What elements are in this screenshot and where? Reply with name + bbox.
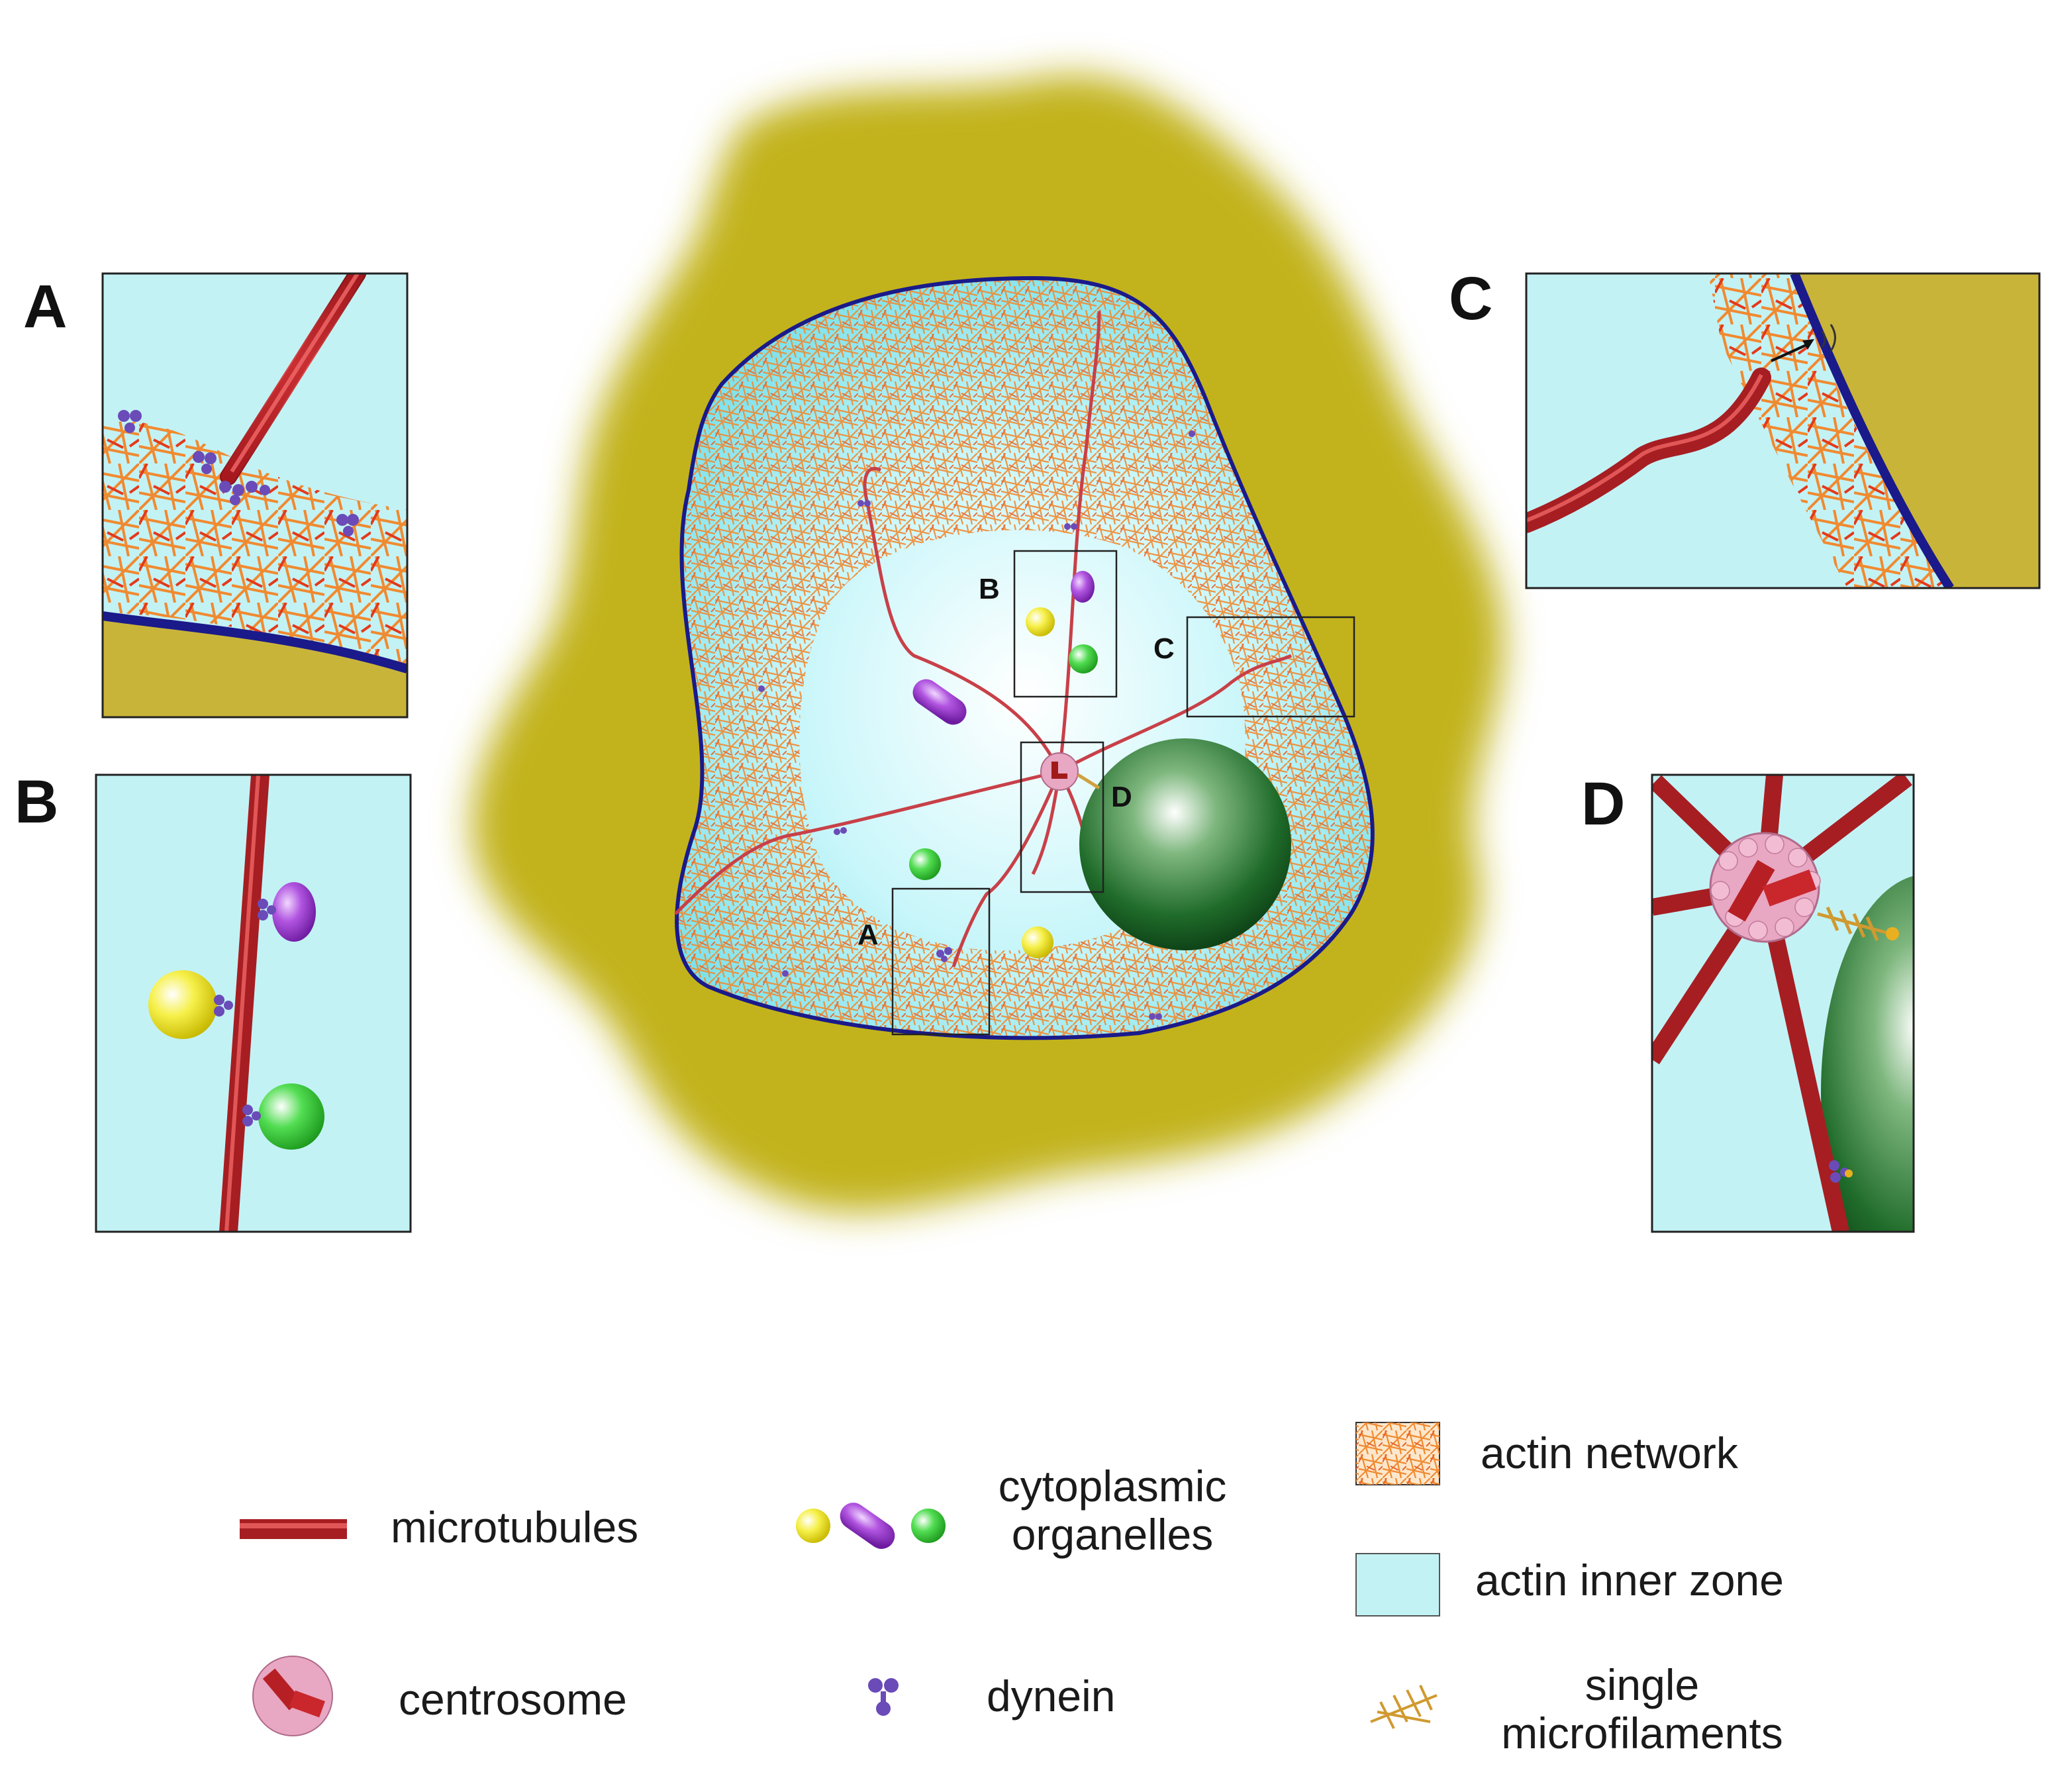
zoom-boxes <box>891 550 1355 1036</box>
zoom-box-b <box>1013 550 1118 698</box>
cell <box>674 275 1375 1040</box>
zoom-box-c <box>1186 616 1355 718</box>
cell-organelle-yellow-1 <box>1026 607 1055 636</box>
legend-microfilaments-label: single microfilaments <box>1457 1661 1828 1757</box>
panel-c <box>1525 272 2041 589</box>
legend-microtubules-label: microtubules <box>391 1503 639 1552</box>
cell-organelle-green-1 <box>1069 644 1098 673</box>
cell-label-b: B <box>979 573 1000 605</box>
panel-label-d: D <box>1581 770 1626 838</box>
cell-dynein-marks <box>758 430 1195 1020</box>
legend-organelles-line1: cytoplasmic <box>998 1462 1227 1511</box>
legend-dynein-label: dynein <box>987 1671 1116 1720</box>
legend-microfilaments-line2: microfilaments <box>1501 1708 1783 1758</box>
zoom-box-d <box>1020 741 1104 893</box>
legend-actin-inner-zone-icon <box>1355 1553 1440 1617</box>
panel-label-c: C <box>1449 265 1493 332</box>
legend-microfilaments-icon <box>1370 1685 1438 1729</box>
legend-microtubule-icon <box>240 1519 347 1539</box>
panel-label-b: B <box>15 768 59 836</box>
zoom-box-a <box>891 887 991 1036</box>
panel-d <box>1651 773 1915 1233</box>
cell-membrane <box>675 275 1375 1040</box>
cell-centrosome <box>1040 752 1100 791</box>
nucleus <box>1079 738 1291 950</box>
cell-label-c: C <box>1153 632 1175 665</box>
cell-organelle-purple <box>1071 571 1095 603</box>
legend-organelles-line2: organelles <box>1011 1509 1214 1559</box>
legend-organelles-label: cytoplasmic organelles <box>953 1462 1271 1558</box>
legend-actin-inner-zone-label: actin inner zone <box>1475 1556 1784 1605</box>
cell-organelle-yellow-2 <box>1022 926 1053 958</box>
legend-actin-network-icon <box>1355 1422 1440 1485</box>
legend-swatches <box>240 1422 1440 1736</box>
cell-label-a: A <box>857 919 879 951</box>
legend-centrosome-label: centrosome <box>399 1675 627 1724</box>
cell-organelle-green-2 <box>909 848 941 880</box>
panel-label-a: A <box>23 273 68 340</box>
cell-organelle-rod <box>912 679 967 725</box>
legend-dynein-icon <box>868 1678 899 1716</box>
legend-centrosome-icon <box>252 1656 333 1736</box>
legend-organelles-icon <box>796 1503 946 1549</box>
legend-actin-network-label: actin network <box>1481 1428 1738 1477</box>
cell-label-d: D <box>1111 781 1132 813</box>
legend-microfilaments-line1: single <box>1585 1660 1700 1709</box>
panel-a <box>101 272 409 719</box>
panel-b <box>95 773 412 1233</box>
